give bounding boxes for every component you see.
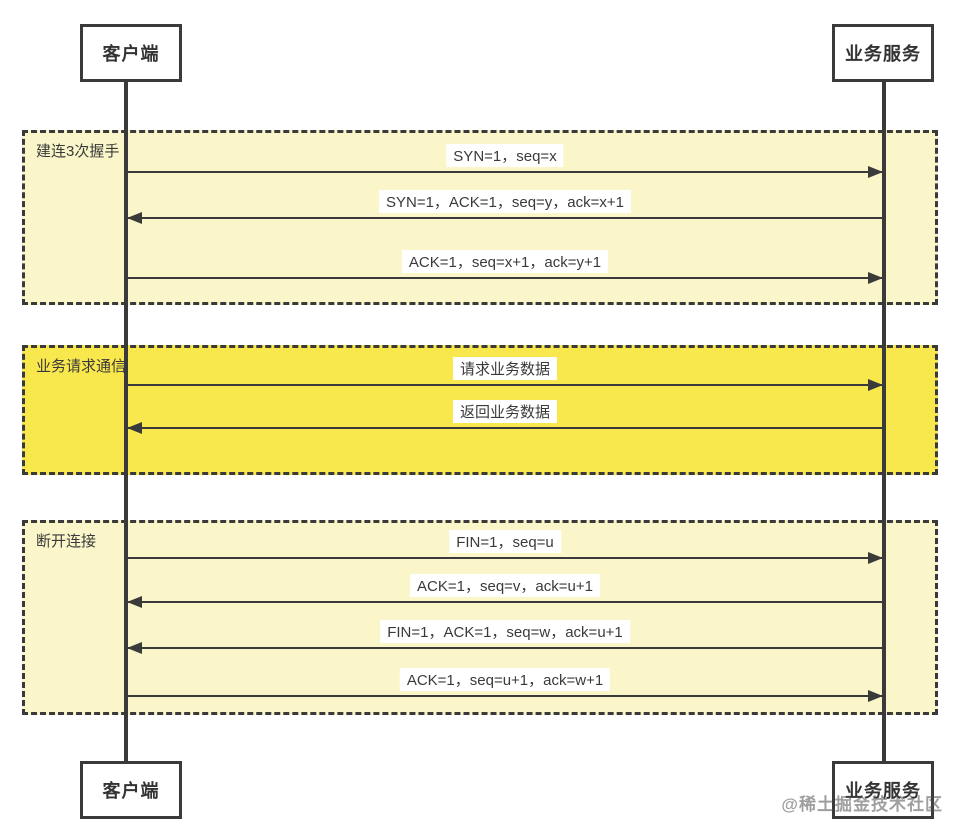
arrow-line	[128, 171, 882, 173]
server-lifeline	[882, 77, 886, 763]
section-handshake-title: 建连3次握手	[36, 143, 120, 160]
arrowhead-right-icon	[868, 690, 883, 702]
section-disconnect-title: 断开连接	[36, 533, 97, 550]
message-label: FIN=1，ACK=1，seq=w，ack=u+1	[380, 620, 630, 643]
message-label: 返回业务数据	[452, 400, 558, 423]
arrowhead-right-icon	[868, 379, 883, 391]
actor-client-bottom: 客户端	[80, 761, 182, 819]
actor-client-top: 客户端	[80, 24, 182, 82]
arrowhead-left-icon	[127, 212, 142, 224]
client-lifeline	[124, 77, 128, 763]
arrow-line	[128, 695, 882, 697]
section-business-title: 业务请求通信	[36, 358, 127, 375]
watermark: @稀土掘金技术社区	[781, 795, 943, 814]
arrowhead-left-icon	[127, 642, 142, 654]
arrowhead-left-icon	[127, 596, 142, 608]
arrow-line	[128, 557, 882, 559]
arrow-line	[128, 647, 882, 649]
message-label: ACK=1，seq=v，ack=u+1	[410, 574, 600, 597]
actor-server-bottom: 业务服务	[832, 761, 934, 819]
message-label: ACK=1，seq=u+1，ack=w+1	[399, 668, 611, 691]
message-label: FIN=1，seq=u	[449, 530, 561, 553]
arrow-line	[128, 601, 882, 603]
arrowhead-right-icon	[868, 166, 883, 178]
arrowhead-right-icon	[868, 272, 883, 284]
message-label: ACK=1，seq=x+1，ack=y+1	[401, 250, 609, 273]
arrow-line	[128, 217, 882, 219]
message-label: SYN=1，seq=x	[446, 144, 564, 167]
arrow-line	[128, 277, 882, 279]
message-label: SYN=1，ACK=1，seq=y，ack=x+1	[378, 190, 632, 213]
arrowhead-left-icon	[127, 422, 142, 434]
arrow-line	[128, 384, 882, 386]
message-label: 请求业务数据	[452, 357, 558, 380]
arrow-line	[128, 427, 882, 429]
arrowhead-right-icon	[868, 552, 883, 564]
actor-server-top: 业务服务	[832, 24, 934, 82]
